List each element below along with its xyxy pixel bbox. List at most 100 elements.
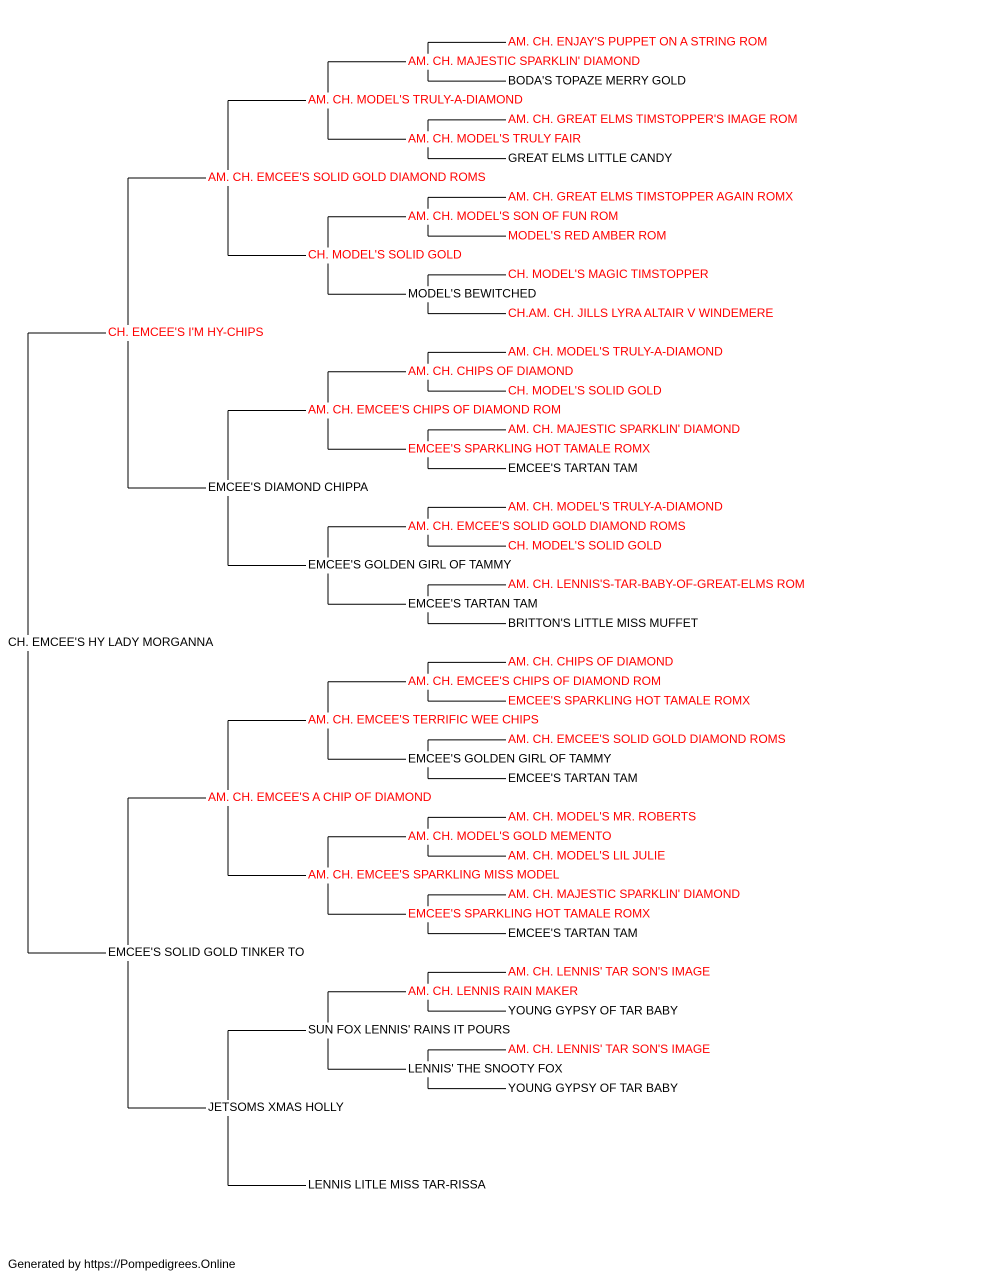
pedigree-name-gen3: CH. MODEL'S SOLID GOLD bbox=[308, 248, 462, 262]
pedigree-name-gen2: AM. CH. EMCEE'S A CHIP OF DIAMOND bbox=[208, 790, 432, 804]
label-background bbox=[506, 925, 640, 942]
pedigree-name-gen5: AM. CH. CHIPS OF DIAMOND bbox=[508, 655, 674, 669]
label-background bbox=[106, 325, 266, 341]
pedigree-name-gen4: AM. CH. EMCEE'S SOLID GOLD DIAMOND ROMS bbox=[408, 519, 686, 533]
pedigree-name-gen5: YOUNG GYPSY OF TAR BABY bbox=[508, 1003, 678, 1017]
pedigree-name-gen5: BODA'S TOPAZE MERRY GOLD bbox=[508, 73, 686, 87]
label-background bbox=[206, 170, 488, 186]
label-background bbox=[506, 654, 676, 671]
pedigree-name-gen1: EMCEE'S SOLID GOLD TINKER TO bbox=[108, 945, 304, 959]
label-background bbox=[406, 363, 576, 380]
label-background bbox=[406, 131, 583, 148]
pedigree-name-gen4: AM. CH. LENNIS RAIN MAKER bbox=[408, 984, 578, 998]
pedigree-name-gen5: AM. CH. MODEL'S MR. ROBERTS bbox=[508, 810, 696, 824]
pedigree-name-gen3: SUN FOX LENNIS' RAINS IT POURS bbox=[308, 1023, 510, 1037]
label-background bbox=[306, 867, 562, 884]
pedigree-name-gen4: AM. CH. MODEL'S SON OF FUN ROM bbox=[408, 209, 618, 223]
label-background bbox=[506, 228, 669, 245]
pedigree-name-gen4: AM. CH. CHIPS OF DIAMOND bbox=[408, 364, 574, 378]
label-background bbox=[406, 286, 539, 303]
label-background bbox=[506, 848, 668, 865]
label-background bbox=[506, 460, 640, 477]
pedigree-name-gen3: AM. CH. EMCEE'S CHIPS OF DIAMOND ROM bbox=[308, 403, 561, 417]
pedigree-name-gen5: AM. CH. MAJESTIC SPARKLIN' DIAMOND bbox=[508, 887, 740, 901]
pedigree-name-gen5: AM. CH. GREAT ELMS TIMSTOPPER AGAIN ROMX bbox=[508, 190, 793, 204]
label-background bbox=[306, 402, 563, 419]
pedigree-name-gen5: CH.AM. CH. JILLS LYRA ALTAIR V WINDEMERE bbox=[508, 306, 773, 320]
pedigree-name-gen5: EMCEE'S TARTAN TAM bbox=[508, 771, 638, 785]
label-background bbox=[406, 518, 688, 535]
label-background bbox=[306, 1022, 513, 1039]
label-background bbox=[406, 751, 614, 768]
pedigree-name-gen5: AM. CH. LENNIS' TAR SON'S IMAGE bbox=[508, 965, 710, 979]
pedigree-name-gen5: CH. MODEL'S MAGIC TIMSTOPPER bbox=[508, 267, 709, 281]
pedigree-name-gen5: AM. CH. GREAT ELMS TIMSTOPPER'S IMAGE RO… bbox=[508, 112, 797, 126]
pedigree-name-gen5: BRITTON'S LITTLE MISS MUFFET bbox=[508, 616, 699, 630]
pedigree-name-gen4: EMCEE'S TARTAN TAM bbox=[408, 596, 538, 610]
label-background bbox=[506, 1041, 713, 1058]
label-background bbox=[506, 1003, 681, 1020]
pedigree-name-gen4: EMCEE'S GOLDEN GIRL OF TAMMY bbox=[408, 751, 611, 765]
label-background bbox=[6, 635, 216, 651]
pedigree-name-gen5: AM. CH. MODEL'S LIL JULIE bbox=[508, 848, 665, 862]
pedigree-name-gen2: AM. CH. EMCEE'S SOLID GOLD DIAMOND ROMS bbox=[208, 170, 486, 184]
pedigree-name-gen5: AM. CH. MODEL'S TRULY-A-DIAMOND bbox=[508, 500, 723, 514]
label-background bbox=[406, 673, 663, 690]
pedigree-name-gen0: CH. EMCEE'S HY LADY MORGANNA bbox=[8, 635, 213, 649]
label-background bbox=[306, 557, 514, 574]
label-background bbox=[406, 53, 643, 70]
pedigree-name-gen5: AM. CH. LENNIS'S-TAR-BABY-OF-GREAT-ELMS … bbox=[508, 577, 805, 591]
pedigree-name-gen5: EMCEE'S TARTAN TAM bbox=[508, 926, 638, 940]
label-background bbox=[206, 1100, 346, 1116]
label-background bbox=[506, 886, 743, 903]
label-background bbox=[506, 731, 788, 748]
label-background bbox=[506, 499, 725, 516]
pedigree-name-gen1: CH. EMCEE'S I'M HY-CHIPS bbox=[108, 325, 264, 339]
pedigree-name-gen5: CH. MODEL'S SOLID GOLD bbox=[508, 538, 662, 552]
label-background bbox=[306, 92, 525, 109]
label-background bbox=[506, 576, 807, 593]
label-background bbox=[506, 73, 688, 90]
pedigree-name-gen3: AM. CH. EMCEE'S TERRIFIC WEE CHIPS bbox=[308, 713, 539, 727]
pedigree-name-gen5: MODEL'S RED AMBER ROM bbox=[508, 228, 666, 242]
label-background bbox=[406, 983, 581, 1000]
label-background bbox=[506, 770, 640, 787]
pedigree-name-gen5: AM. CH. LENNIS' TAR SON'S IMAGE bbox=[508, 1042, 710, 1056]
pedigree-name-gen5: GREAT ELMS LITTLE CANDY bbox=[508, 151, 672, 165]
pedigree-name-gen4: AM. CH. MODEL'S TRULY FAIR bbox=[408, 131, 581, 145]
label-background bbox=[506, 383, 664, 400]
label-background bbox=[106, 945, 307, 961]
label-background bbox=[506, 111, 800, 128]
label-background bbox=[206, 480, 371, 496]
label-background bbox=[506, 615, 701, 632]
label-background bbox=[206, 790, 434, 806]
pedigree-name-gen2: EMCEE'S DIAMOND CHIPPA bbox=[208, 480, 368, 494]
footer-credit: Generated by https://Pompedigrees.Online bbox=[8, 1257, 236, 1271]
label-background bbox=[506, 150, 675, 167]
pedigree-name-gen5: AM. CH. EMCEE'S SOLID GOLD DIAMOND ROMS bbox=[508, 732, 786, 746]
label-background bbox=[506, 538, 664, 555]
label-background bbox=[506, 693, 753, 710]
label-background bbox=[506, 34, 770, 51]
pedigree-name-gen3: AM. CH. MODEL'S TRULY-A-DIAMOND bbox=[308, 93, 523, 107]
label-background bbox=[506, 1080, 681, 1097]
label-background bbox=[406, 906, 653, 923]
label-background bbox=[506, 189, 796, 206]
pedigree-name-gen5: CH. MODEL'S SOLID GOLD bbox=[508, 383, 662, 397]
pedigree-name-gen3: AM. CH. EMCEE'S SPARKLING MISS MODEL bbox=[308, 868, 560, 882]
pedigree-name-gen4: LENNIS' THE SNOOTY FOX bbox=[408, 1061, 563, 1075]
label-background bbox=[506, 266, 711, 283]
pedigree-name-gen4: AM. CH. MAJESTIC SPARKLIN' DIAMOND bbox=[408, 54, 640, 68]
label-background bbox=[506, 305, 776, 322]
label-background bbox=[306, 1177, 488, 1194]
pedigree-name-gen5: EMCEE'S TARTAN TAM bbox=[508, 461, 638, 475]
label-background bbox=[406, 441, 653, 458]
label-background bbox=[406, 1061, 565, 1078]
pedigree-name-gen5: YOUNG GYPSY OF TAR BABY bbox=[508, 1081, 678, 1095]
label-background bbox=[306, 247, 464, 264]
pedigree-name-gen4: EMCEE'S SPARKLING HOT TAMALE ROMX bbox=[408, 906, 650, 920]
label-background bbox=[506, 421, 743, 438]
pedigree-name-gen4: MODEL'S BEWITCHED bbox=[408, 286, 537, 300]
pedigree-name-gen2: JETSOMS XMAS HOLLY bbox=[208, 1100, 344, 1114]
